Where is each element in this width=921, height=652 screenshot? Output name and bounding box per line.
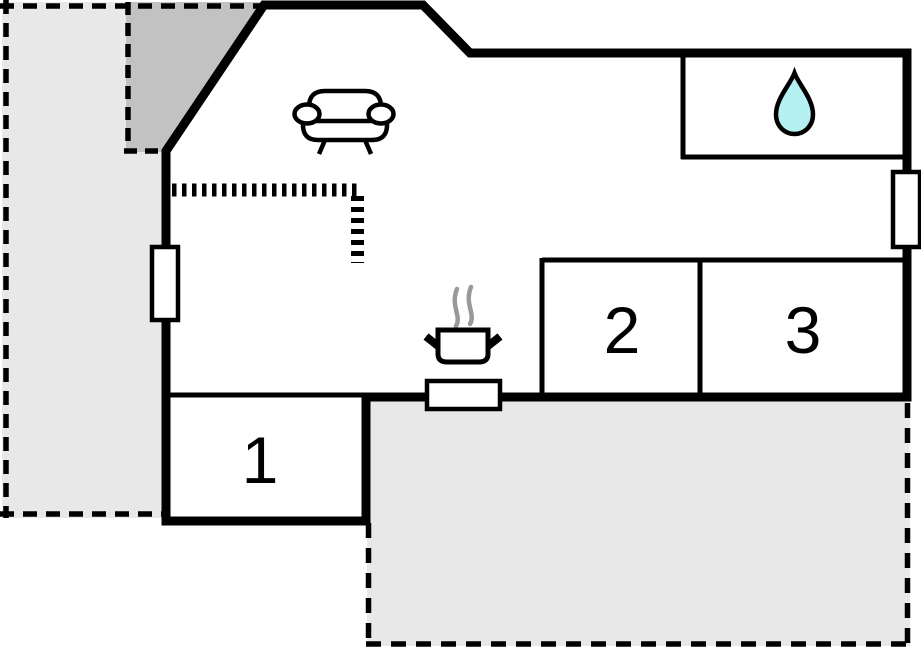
- pot-body: [435, 327, 491, 365]
- cooking-pot-icon: [423, 284, 503, 365]
- sofa-leg-right: [362, 139, 374, 155]
- room-2-label: 2: [604, 293, 641, 367]
- roof-overhang-dashed-border: [124, 2, 170, 154]
- door-bottom: [424, 378, 503, 412]
- sofa-seat: [300, 118, 390, 143]
- window-right: [890, 169, 921, 250]
- sofa-arm-right: [366, 102, 396, 126]
- terrace-left-dashed-border: [0, 0, 263, 518]
- steam-icon: [452, 284, 474, 329]
- sofa-icon: [292, 88, 396, 155]
- sofa-leg-left: [316, 139, 328, 155]
- room-3-label: 3: [785, 293, 822, 367]
- water-drop-icon: [773, 66, 816, 137]
- roof-overhang: [126, 2, 263, 152]
- sofa-arm-left: [292, 102, 322, 126]
- room-1-label: 1: [242, 423, 279, 497]
- terrace-bottom: [367, 399, 910, 646]
- terrace-bottom-dashed-border: [365, 403, 911, 647]
- window-left: [149, 244, 181, 323]
- exterior-wall: [161, 0, 912, 526]
